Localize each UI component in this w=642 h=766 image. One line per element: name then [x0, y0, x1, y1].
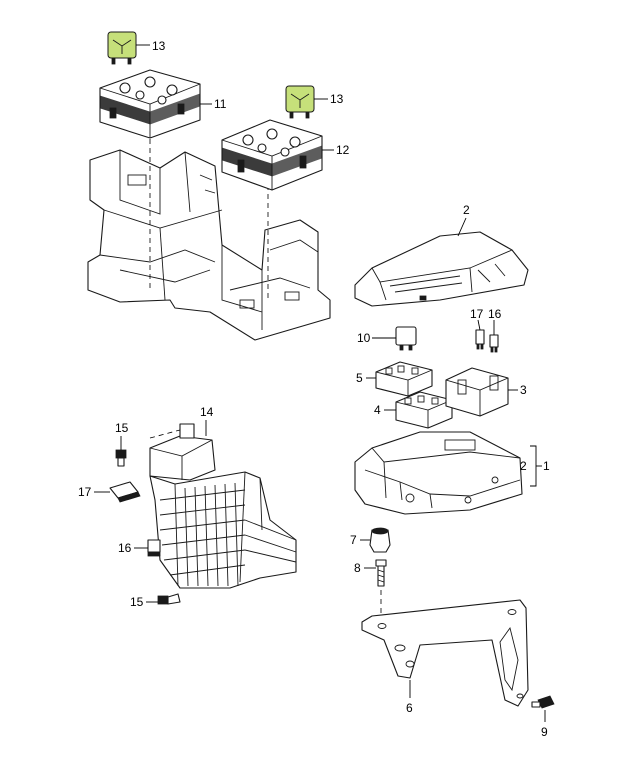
relay-carrier-12	[221, 119, 323, 191]
fuse-box-base	[354, 431, 523, 515]
fuse-box-cover	[354, 231, 529, 307]
callout-8: 8	[354, 561, 361, 575]
leader-17-right	[477, 319, 481, 331]
callout-13a: 13	[152, 39, 166, 53]
callout-17-right: 17	[470, 307, 484, 321]
rubber-bushing-7	[369, 527, 391, 553]
callout-2-top: 2	[463, 203, 470, 217]
callout-16-left: 16	[118, 541, 132, 555]
callout-12: 12	[336, 143, 350, 157]
relay-13-right	[285, 85, 315, 119]
fuse-holder-3	[445, 367, 509, 417]
callout-14: 14	[200, 405, 214, 419]
stud-8	[375, 559, 387, 587]
fuse-holder-4	[395, 391, 453, 429]
callout-5: 5	[356, 371, 363, 385]
callout-15-top: 15	[115, 421, 129, 435]
fuse-16-right	[489, 334, 499, 353]
callout-3: 3	[520, 383, 527, 397]
callout-2-base: 2	[520, 459, 527, 473]
mounting-bracket-6	[361, 599, 529, 707]
screw-15-top	[115, 449, 127, 467]
callout-4: 4	[374, 403, 381, 417]
callout-10: 10	[357, 331, 371, 345]
fuse-box-assembly-14	[149, 423, 297, 589]
callout-13b: 13	[330, 92, 344, 106]
leader-bracket-1	[530, 445, 537, 487]
callout-17-left: 17	[78, 485, 92, 499]
relay-13-right-body	[285, 85, 315, 113]
relay-13-left	[107, 31, 137, 65]
screw-15-bottom	[157, 593, 181, 605]
bolt-9	[531, 695, 555, 709]
callout-6: 6	[406, 701, 413, 715]
carrier-frame	[87, 149, 331, 341]
relay-10	[395, 326, 417, 351]
fuse-16-left	[147, 539, 161, 557]
callout-7: 7	[350, 533, 357, 547]
relay-carrier-11	[99, 69, 201, 139]
fuse-17-left	[109, 481, 141, 503]
leader-2-top	[457, 217, 467, 237]
leader-dashed-14	[149, 429, 181, 439]
callout-16-right: 16	[488, 307, 502, 321]
fuse-17-right	[475, 329, 485, 350]
callout-1: 1	[543, 459, 550, 473]
relay-13-left-body	[107, 31, 137, 59]
fuse-holder-5	[375, 361, 433, 397]
callout-15-bottom: 15	[130, 595, 144, 609]
callout-9: 9	[541, 725, 548, 739]
callout-11: 11	[214, 97, 227, 111]
